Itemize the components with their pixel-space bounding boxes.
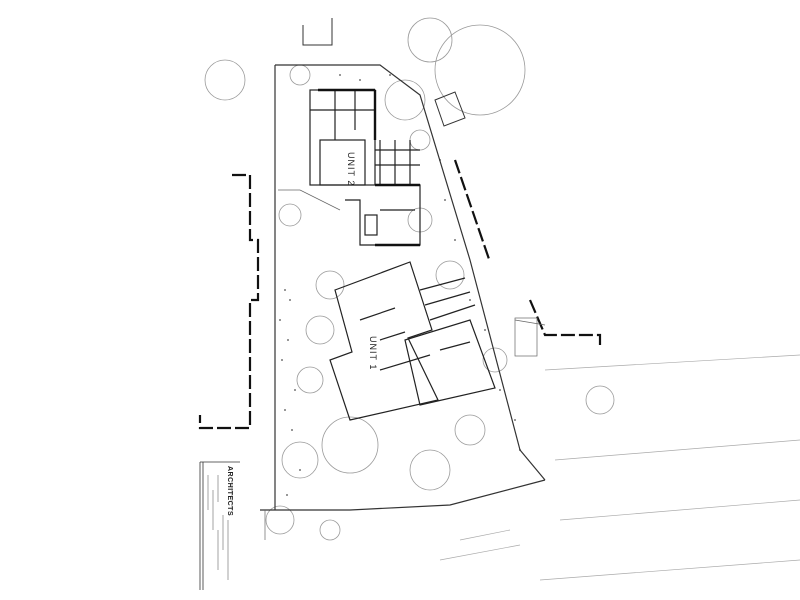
title-block [199, 461, 240, 590]
unit-1-label: UNIT 1 [368, 336, 378, 371]
driveway [264, 189, 546, 540]
unit-2-footprint [309, 89, 421, 246]
unit-2-label: UNIT 2 [346, 152, 356, 187]
unit-1-footprint [329, 261, 496, 421]
title-block-notes [207, 475, 233, 580]
street-lines [439, 354, 800, 581]
top-shed [302, 18, 333, 46]
unit-2-walls [318, 88, 420, 247]
neighbour-footprints [198, 159, 602, 430]
vegetation-dots [279, 74, 521, 496]
site-boundary [260, 64, 546, 511]
neighbour-shed [434, 91, 466, 127]
tree-canopies [204, 17, 615, 541]
